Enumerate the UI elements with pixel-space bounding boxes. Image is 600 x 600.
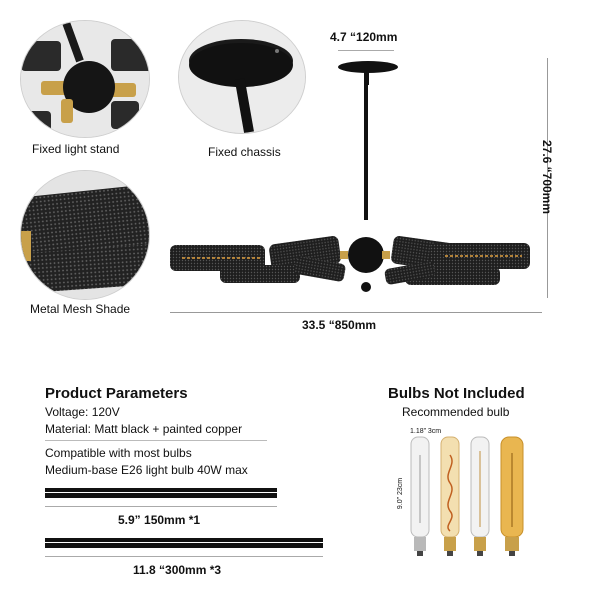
canopy-dimension-line [338,50,394,51]
short-rod-dimension-line [45,506,277,507]
caption-fixed-light-stand: Fixed light stand [32,142,120,156]
short-rod-image [45,488,277,498]
long-rod-highlight [45,542,323,543]
compatible-text: Compatible with most bulbs [45,446,192,460]
fixed-light-stand-image [20,20,150,138]
voltage-text: Voltage: 120V [45,405,120,419]
fixed-chassis-image [178,20,306,134]
bulbs-illustration [410,436,524,556]
bulb-width-label: 1.18” 3cm [410,428,442,435]
bulb-spec-text: Medium-base E26 light bulb 40W max [45,463,248,477]
height-dimension: 27.6 “700mm [540,139,555,215]
params-divider [45,440,267,441]
product-parameters-title: Product Parameters [45,385,188,402]
short-rod-highlight [45,492,277,493]
width-dimension-line [170,312,542,313]
caption-fixed-chassis: Fixed chassis [208,145,281,159]
bulb-height-label: 9.0” 23cm [397,477,405,510]
height-dimension-line [547,58,548,298]
mesh-shade-illustration [21,171,149,299]
material-text: Material: Matt black + painted copper [45,422,243,436]
sputnik-hub-illustration [21,21,149,137]
canopy-dimension: 4.7 “120mm [330,30,398,44]
long-rod-image [45,538,323,548]
bulbs-subtitle: Recommended bulb [402,405,510,419]
caption-metal-mesh-shade: Metal Mesh Shade [30,302,131,316]
bulbs-title: Bulbs Not Included [388,385,525,402]
short-rod-measure: 5.9” 150mm *1 [118,513,201,527]
canopy-illustration [179,21,305,133]
long-rod-measure: 11.8 “300mm *3 [133,563,222,577]
width-dimension: 33.5 “850mm [302,318,377,332]
chandelier-illustration [170,61,530,292]
long-rod-dimension-line [45,556,323,557]
metal-mesh-shade-image [20,170,150,300]
